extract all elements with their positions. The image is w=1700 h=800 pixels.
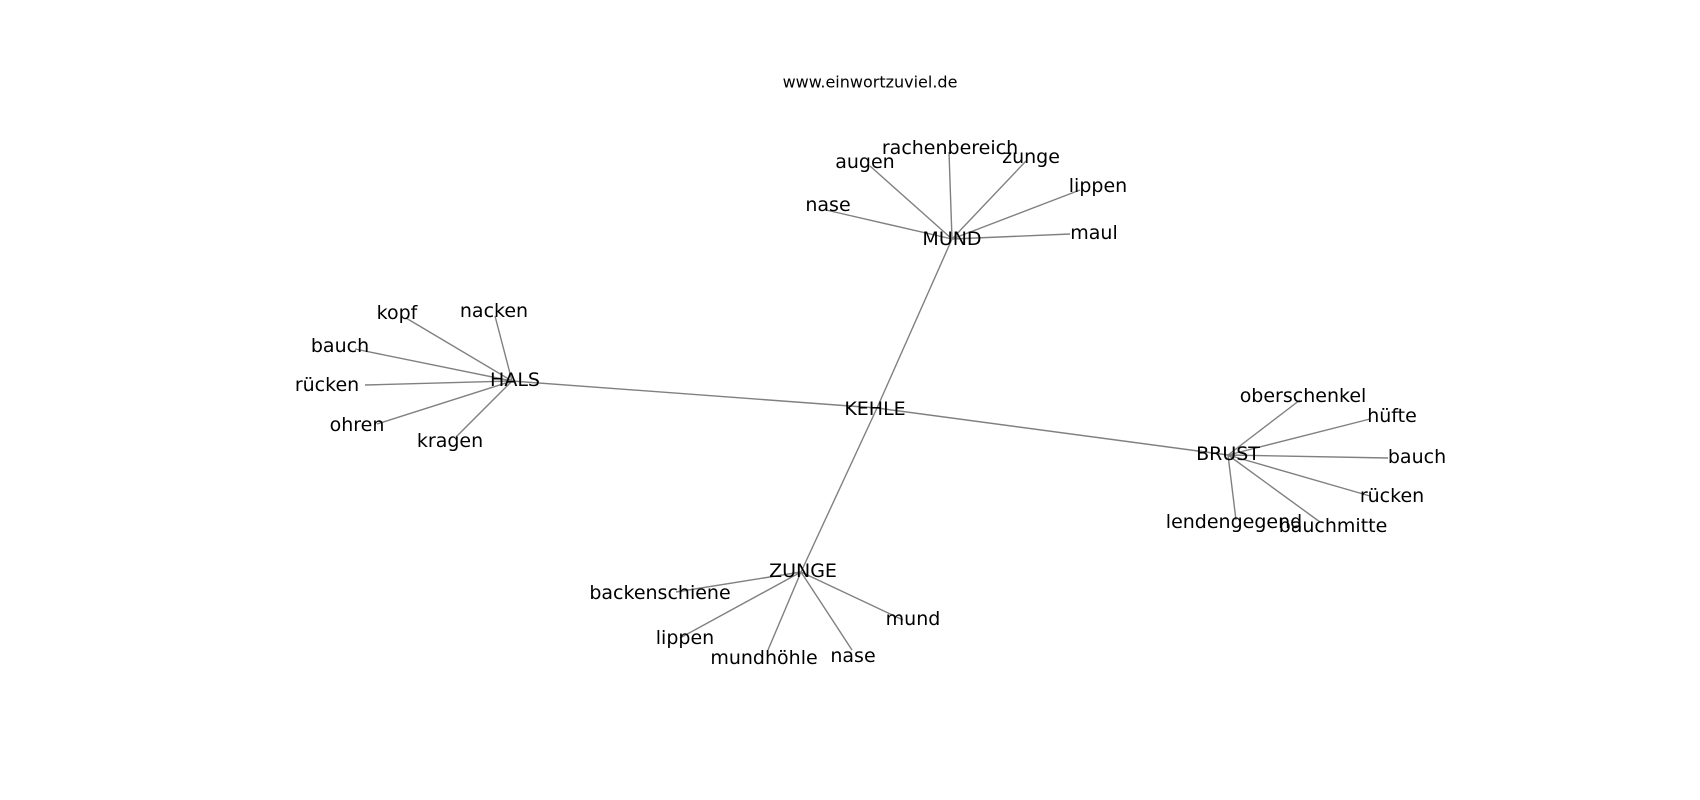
node-hub-mund: MUND — [922, 228, 981, 250]
node-leaf-mund-0: augen — [835, 151, 894, 173]
edge-hals-leaf-2 — [354, 348, 513, 382]
node-leaf-zunge-1: lippen — [656, 627, 714, 649]
edge-zunge-leaf-4 — [800, 571, 904, 621]
node-leaf-brust-0: oberschenkel — [1240, 385, 1367, 407]
edge-brust-leaf-5 — [1227, 454, 1321, 523]
node-leaf-brust-5: bauchmitte — [1279, 515, 1388, 537]
node-leaf-hals-5: kragen — [417, 430, 483, 452]
edge-center-hals — [511, 380, 878, 409]
node-leaf-zunge-2: mundhöhle — [710, 647, 817, 669]
node-hub-brust: BRUST — [1196, 443, 1260, 465]
node-leaf-hals-0: kopf — [377, 302, 419, 324]
node-center-label: KEHLE — [844, 398, 905, 420]
edge-center-brust — [876, 407, 1229, 456]
node-leaf-hals-4: ohren — [330, 414, 385, 436]
node-leaf-brust-3: rücken — [1360, 485, 1424, 507]
edge-mund-leaf-5 — [951, 233, 1071, 240]
edge-mund-leaf-4 — [825, 209, 953, 240]
edge-mund-leaf-0 — [869, 165, 953, 240]
edge-brust-leaf-4 — [1227, 454, 1237, 521]
edge-mund-leaf-2 — [951, 160, 1027, 240]
node-leaf-mund-3: lippen — [1069, 175, 1127, 197]
edge-center-mund — [876, 238, 953, 409]
node-leaf-hals-2: bauch — [311, 335, 369, 357]
edge-zunge-leaf-0 — [675, 571, 802, 593]
node-hub-hals: HALS — [490, 369, 540, 391]
edge-hals-leaf-3 — [364, 380, 513, 386]
node-leaf-hals-3: rücken — [295, 374, 359, 396]
node-hub-zunge: ZUNGE — [769, 560, 837, 582]
edge-mund-leaf-3 — [951, 189, 1081, 240]
edge-hals-leaf-0 — [405, 317, 513, 382]
node-leaf-zunge-4: mund — [886, 608, 941, 630]
edge-hals-leaf-4 — [376, 380, 513, 425]
node-leaf-hals-1: nacken — [460, 300, 528, 322]
edge-zunge-leaf-3 — [800, 571, 853, 651]
edge-zunge-leaf-1 — [679, 571, 802, 639]
edge-brust-leaf-1 — [1227, 418, 1371, 456]
node-leaf-mund-4: nase — [805, 194, 850, 216]
node-leaf-mund-2: zunge — [1002, 146, 1060, 168]
caption: www.einwortzuviel.de — [783, 73, 958, 92]
node-leaf-brust-4: lendengegend — [1166, 511, 1302, 533]
node-leaf-brust-2: bauch — [1388, 446, 1446, 468]
node-leaf-mund-1: rachenbereich — [882, 137, 1018, 159]
edge-brust-leaf-3 — [1227, 454, 1371, 497]
node-leaf-brust-1: hüfte — [1367, 405, 1417, 427]
edge-brust-leaf-0 — [1227, 399, 1301, 456]
node-leaf-mund-5: maul — [1070, 222, 1117, 244]
edge-hals-leaf-1 — [494, 315, 513, 382]
edge-zunge-leaf-2 — [767, 571, 802, 651]
edge-hals-leaf-5 — [455, 380, 513, 438]
edge-brust-leaf-2 — [1227, 454, 1389, 459]
node-leaf-zunge-3: nase — [830, 645, 875, 667]
edge-center-zunge — [800, 407, 878, 573]
graph-edges — [354, 151, 1389, 651]
edge-mund-leaf-1 — [948, 151, 953, 240]
node-leaf-zunge-0: backenschiene — [589, 582, 730, 604]
